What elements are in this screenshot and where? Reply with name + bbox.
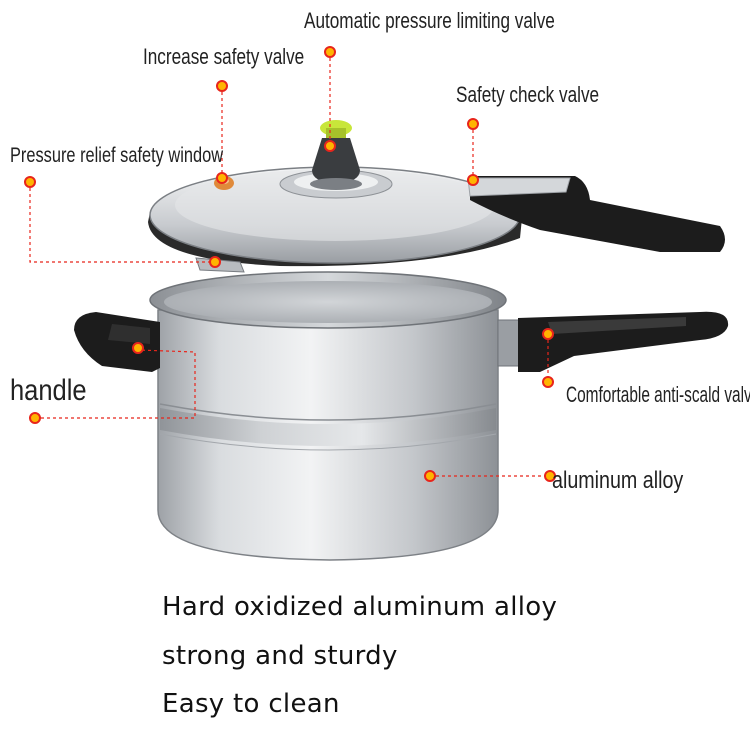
pot-left-handle	[74, 312, 160, 372]
label-increase-safety-valve: Increase safety valve	[143, 44, 305, 69]
label-aluminum-alloy: aluminum alloy	[552, 467, 684, 494]
label-safety-check-valve: Safety check valve	[456, 82, 600, 107]
caption-strong-and-sturdy: strong and sturdy	[162, 641, 398, 671]
label-pressure-relief-safety-window: Pressure relief safety window	[10, 144, 224, 167]
caption-easy-to-clean: Easy to clean	[162, 689, 340, 719]
caption-hard-oxidized: Hard oxidized aluminum alloy	[162, 592, 558, 622]
pressure-limiting-valve	[310, 120, 362, 190]
pot-lid	[148, 166, 725, 273]
pot-body	[149, 271, 507, 561]
marker-dots	[24, 46, 556, 482]
leader-lines	[29, 52, 550, 477]
pot-right-handle	[497, 311, 729, 372]
label-handle: handle	[10, 374, 87, 407]
label-comfortable-anti-scald-valve: Comfortable anti-scald valve	[566, 382, 750, 407]
label-automatic-pressure-limiting-valve: Automatic pressure limiting valve	[304, 8, 555, 33]
